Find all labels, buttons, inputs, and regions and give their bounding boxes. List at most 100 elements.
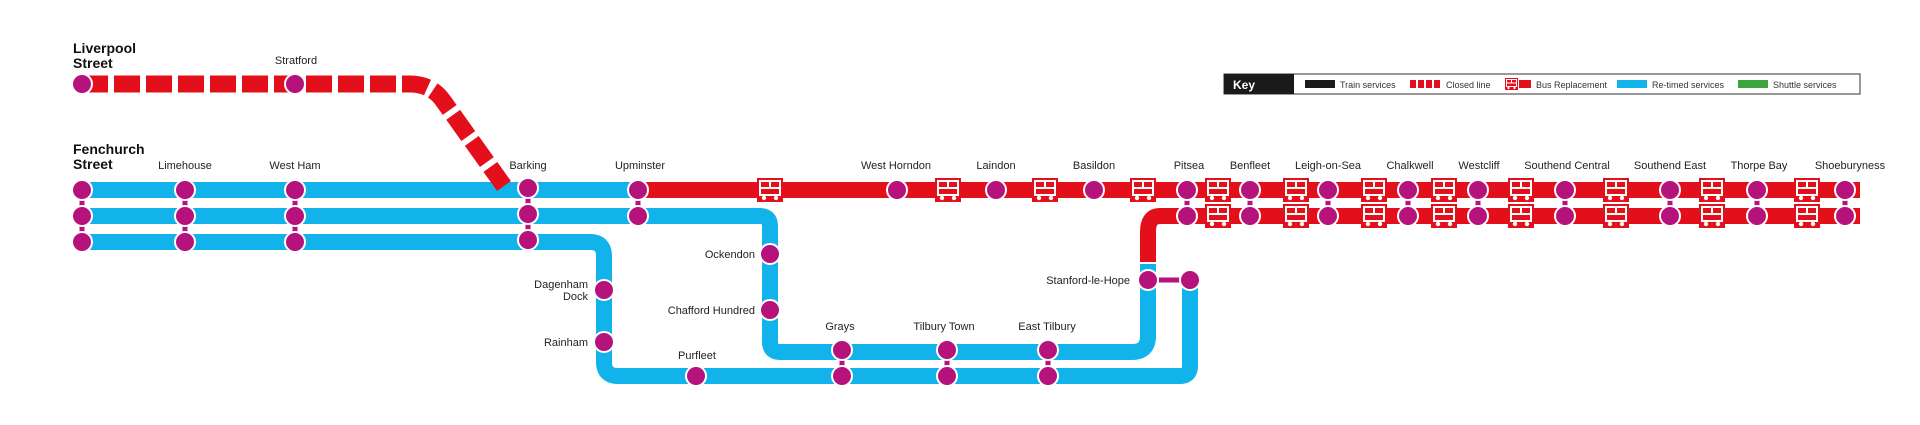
station-dot	[284, 231, 306, 253]
station-label-purfleet: Purfleet	[678, 350, 716, 362]
station-label-west-horndon: West Horndon	[861, 160, 931, 172]
station-label-westcliff: Westcliff	[1458, 160, 1500, 172]
station-label-limehouse: Limehouse	[158, 160, 212, 172]
bus-icon	[1205, 178, 1231, 202]
station-label-chafford-hundred: Chafford Hundred	[668, 305, 755, 317]
bus-icon	[1505, 78, 1518, 90]
station-label-pitsea: Pitsea	[1174, 160, 1205, 172]
station-label-dagenham-dock-1: Dagenham	[534, 279, 588, 291]
bus-icon	[1361, 178, 1387, 202]
station-dot	[1176, 205, 1198, 227]
station-label-shoeburyness: Shoeburyness	[1815, 160, 1886, 172]
key-swatch-train	[1305, 80, 1335, 88]
station-dot-east-tilbury	[1037, 339, 1059, 361]
station-label-upminster: Upminster	[615, 160, 665, 172]
station-dot-barking	[517, 177, 539, 199]
bus-icon	[1283, 204, 1309, 228]
station-dot	[517, 203, 539, 225]
terminal-labels: Liverpool Street Fenchurch Street	[73, 40, 145, 172]
station-label-west-ham: West Ham	[269, 160, 320, 172]
rainham-loop-outer	[589, 234, 1198, 384]
liverpool-street-closed-line	[82, 75, 511, 191]
station-dot-ockendon	[759, 243, 781, 265]
station-dot-rainham	[593, 331, 615, 353]
bus-icon	[1431, 204, 1457, 228]
key-label-bus: Bus Replacement	[1536, 80, 1608, 90]
station-label-barking: Barking	[509, 160, 546, 172]
key-label-closed: Closed line	[1446, 80, 1491, 90]
bus-icon	[1603, 178, 1629, 202]
station-label-laindon: Laindon	[976, 160, 1015, 172]
key-label-retimed: Re-timed services	[1652, 80, 1725, 90]
key-title: Key	[1233, 78, 1255, 92]
station-dot-purfleet	[685, 365, 707, 387]
station-label-rainham: Rainham	[544, 337, 588, 349]
station-dot-liverpool-street	[71, 73, 93, 95]
station-dot	[71, 231, 93, 253]
station-dot-benfleet	[1239, 179, 1261, 201]
tilbury-loop-inner	[630, 208, 1156, 360]
station-dot-shoeburyness	[1834, 179, 1856, 201]
pitsea-spur-closed-line	[1140, 208, 1161, 262]
station-dot	[1397, 205, 1419, 227]
terminal-label-liverpool-street-1: Liverpool	[73, 40, 136, 56]
bus-icon	[1508, 178, 1534, 202]
station-dot	[71, 179, 93, 201]
station-label-thorpe-bay: Thorpe Bay	[1731, 160, 1788, 172]
station-dot-laindon	[985, 179, 1007, 201]
station-dot	[174, 179, 196, 201]
bus-icon	[1508, 204, 1534, 228]
station-label-stratford: Stratford	[275, 55, 317, 67]
station-label-southend-central: Southend Central	[1524, 160, 1610, 172]
key-label-shuttle: Shuttle services	[1773, 80, 1837, 90]
station-dot	[1179, 269, 1201, 291]
key-label-train: Train services	[1340, 80, 1396, 90]
station-dot	[936, 365, 958, 387]
key-swatch-shuttle	[1738, 80, 1768, 88]
bus-icon	[1361, 204, 1387, 228]
station-label-chalkwell: Chalkwell	[1386, 160, 1433, 172]
station-dot-basildon	[1083, 179, 1105, 201]
bus-icon	[1699, 204, 1725, 228]
station-label-benfleet: Benfleet	[1230, 160, 1270, 172]
bus-icon	[1603, 204, 1629, 228]
station-dot-chalkwell	[1397, 179, 1419, 201]
station-dot-pitsea	[1176, 179, 1198, 201]
station-dot-stanford-le-hope	[1137, 269, 1159, 291]
bus-icon	[1431, 178, 1457, 202]
bus-icon	[1794, 178, 1820, 202]
station-dot-stratford	[284, 73, 306, 95]
bus-icon	[935, 178, 961, 202]
bus-icon	[1794, 204, 1820, 228]
station-dot-leigh-on-sea	[1317, 179, 1339, 201]
terminal-label-fenchurch-street-1: Fenchurch	[73, 141, 145, 157]
station-dot	[1659, 205, 1681, 227]
terminal-label-fenchurch-street-2: Street	[73, 156, 113, 172]
retimed-lines	[82, 182, 1198, 384]
map-key: Key Train services Closed line Bus Repla…	[1223, 73, 1861, 95]
bus-icon	[1283, 178, 1309, 202]
bus-icon	[1205, 204, 1231, 228]
key-swatch-retimed	[1617, 80, 1647, 88]
station-dot	[627, 205, 649, 227]
station-dot	[831, 365, 853, 387]
station-dot-grays	[831, 339, 853, 361]
station-dot-tilbury-town	[936, 339, 958, 361]
station-dot-thorpe-bay	[1746, 179, 1768, 201]
bus-icon	[1032, 178, 1058, 202]
terminal-label-liverpool-street-2: Street	[73, 55, 113, 71]
station-dot	[1239, 205, 1261, 227]
station-dot	[1467, 205, 1489, 227]
station-dot	[1834, 205, 1856, 227]
station-dot	[71, 205, 93, 227]
bus-icon	[757, 178, 783, 202]
station-dot	[1317, 205, 1339, 227]
bus-icon	[1699, 178, 1725, 202]
station-label-east-tilbury: East Tilbury	[1018, 321, 1076, 333]
station-dot-westcliff	[1467, 179, 1489, 201]
station-dot-upminster	[627, 179, 649, 201]
station-dot	[174, 231, 196, 253]
station-dot-southend-central	[1554, 179, 1576, 201]
station-dot-dagenham-dock	[593, 279, 615, 301]
station-label-stanford-le-hope: Stanford-le-Hope	[1046, 275, 1130, 287]
